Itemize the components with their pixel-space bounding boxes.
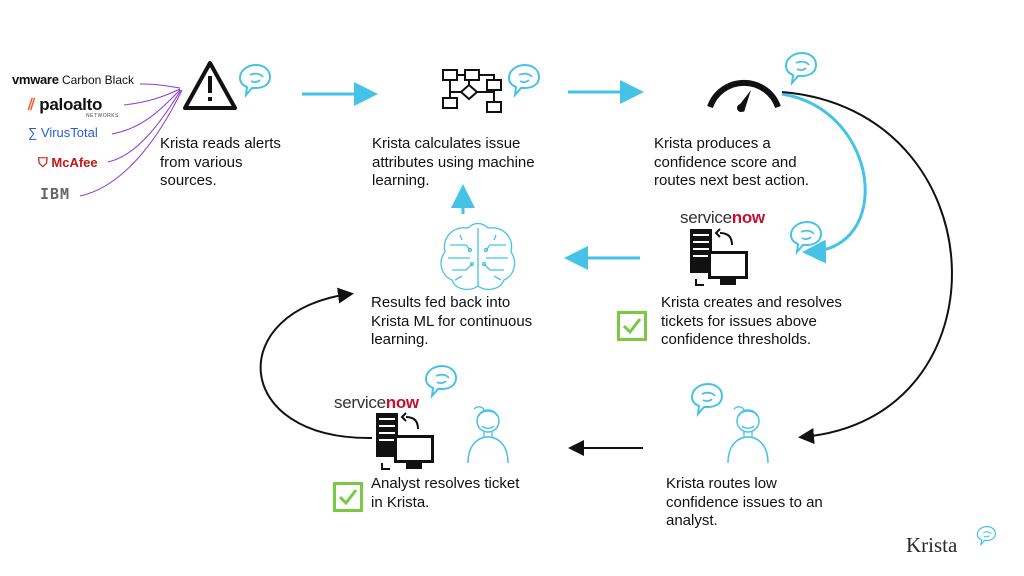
chat-bubble-icon bbox=[785, 52, 817, 84]
chat-bubble-icon bbox=[691, 383, 723, 415]
step-create-resolve: Krista creates and resolves tickets for … bbox=[661, 294, 842, 350]
servicenow-accent: now bbox=[731, 208, 765, 227]
caption-line: sources. bbox=[160, 172, 217, 189]
caption-line: routes next best action. bbox=[654, 172, 810, 189]
step-calculate: Krista calculates issue attributes using… bbox=[372, 135, 535, 191]
paloalto-sub: NETWORKS bbox=[86, 113, 119, 119]
caption-line: Krista ML for continuous bbox=[371, 312, 533, 330]
checkmark-icon bbox=[333, 482, 363, 512]
mcafee-shield-icon: ⛉ bbox=[38, 155, 48, 170]
vmware-wordmark: vmware bbox=[12, 72, 59, 87]
step-confidence: Krista produces a confidence score and r… bbox=[654, 135, 809, 191]
analyst-person-icon bbox=[727, 406, 769, 464]
arrow-curve-high-confidence bbox=[781, 92, 867, 264]
servicenow-prefix: service bbox=[334, 393, 386, 412]
mcafee-logo: ⛉ McAfee bbox=[38, 155, 98, 171]
krista-wordmark: Krista bbox=[906, 533, 958, 557]
arrow-curve-feedback bbox=[259, 287, 373, 440]
servicenow-prefix: service bbox=[680, 208, 732, 227]
caption-line: tickets for issues above bbox=[661, 312, 817, 330]
gauge-icon bbox=[707, 79, 781, 112]
caption-line: Krista calculates issue bbox=[372, 135, 521, 152]
caption-line: from various bbox=[160, 153, 243, 171]
step-route-low: Krista routes low confidence issues to a… bbox=[666, 475, 823, 531]
virustotal-logo: ∑ VirusTotal bbox=[28, 125, 98, 140]
chat-bubble-icon bbox=[790, 221, 822, 253]
warning-icon bbox=[183, 61, 237, 110]
caption-line: attributes using machine bbox=[372, 153, 535, 171]
brain-ml-icon bbox=[440, 222, 516, 291]
chat-bubble-icon bbox=[239, 64, 271, 96]
step-read-alerts: Krista reads alerts from various sources… bbox=[160, 135, 281, 191]
caption-line: in Krista. bbox=[371, 493, 430, 511]
caption-line: Results fed back into bbox=[371, 294, 511, 311]
caption-line: learning. bbox=[371, 331, 429, 348]
servicenow-logo: servicenow bbox=[334, 393, 419, 413]
servicenow-accent: now bbox=[385, 393, 419, 412]
chat-bubble-icon bbox=[425, 365, 457, 397]
carbon-black-wordmark: Carbon Black bbox=[61, 73, 135, 87]
vmware-carbon-black-logo: vmware Carbon Black bbox=[12, 72, 134, 87]
paloalto-wordmark: paloalto bbox=[39, 95, 103, 114]
caption-line: Krista routes low bbox=[666, 475, 777, 492]
step-feedback: Results fed back into Krista ML for cont… bbox=[371, 294, 532, 350]
caption-line: Krista produces a bbox=[654, 135, 771, 152]
caption-line: confidence issues to an bbox=[666, 493, 823, 511]
virustotal-mark-icon: ∑ bbox=[28, 125, 38, 140]
step-analyst-resolves: Analyst resolves ticket in Krista. bbox=[371, 475, 519, 512]
servicenow-logo: servicenow bbox=[680, 208, 765, 228]
checkmark-icon bbox=[617, 311, 647, 341]
krista-brand-logo: Krista bbox=[906, 533, 957, 558]
caption-line: Krista creates and resolves bbox=[661, 294, 842, 311]
caption-line: confidence thresholds. bbox=[661, 331, 812, 348]
ibm-logo: IBM bbox=[40, 185, 70, 203]
mcafee-wordmark: McAfee bbox=[51, 155, 98, 170]
krista-logo-bubble-icon bbox=[976, 525, 997, 546]
paloalto-mark-icon: ⫽ bbox=[28, 97, 35, 114]
ticket-system-icon bbox=[375, 412, 435, 470]
ibm-wordmark: IBM bbox=[40, 185, 71, 203]
arrow-curve-low-confidence bbox=[781, 91, 953, 444]
flowchart-icon bbox=[442, 69, 502, 113]
paloalto-logo: ⫽ paloalto NETWORKS bbox=[28, 95, 118, 119]
caption-line: Analyst resolves ticket bbox=[371, 475, 520, 492]
caption-line: Krista reads alerts bbox=[160, 135, 281, 152]
chat-bubble-icon bbox=[508, 64, 540, 96]
virustotal-wordmark: VirusTotal bbox=[40, 125, 98, 140]
analyst-person-icon bbox=[467, 406, 509, 464]
caption-line: learning. bbox=[372, 172, 430, 189]
ticket-system-icon bbox=[689, 228, 749, 286]
source-connectors bbox=[79, 83, 183, 197]
caption-line: confidence score and bbox=[654, 153, 797, 171]
caption-line: analyst. bbox=[666, 512, 718, 529]
